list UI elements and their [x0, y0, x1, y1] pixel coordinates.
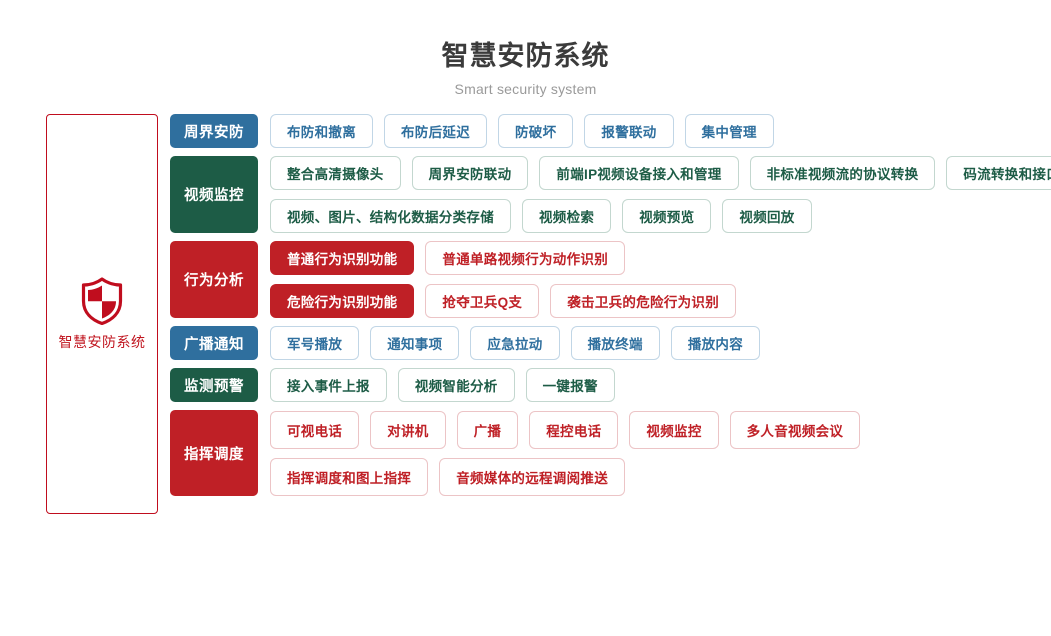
- item-chip[interactable]: 码流转换和接口转换: [946, 156, 1051, 191]
- item-chip[interactable]: 布防后延迟: [384, 114, 487, 149]
- items-line: 军号播放 通知事项 应急拉动 播放终端 播放内容: [270, 326, 1051, 361]
- shield-icon: [81, 277, 123, 325]
- category-rows: 周界安防 布防和撤离 布防后延迟 防破坏 报警联动 集中管理 视频监控 整合: [170, 114, 1051, 504]
- row-perimeter-security: 周界安防 布防和撤离 布防后延迟 防破坏 报警联动 集中管理: [170, 114, 1051, 149]
- items-group: 可视电话 对讲机 广播 程控电话 视频监控 多人音视频会议 指挥调度和图上指挥 …: [270, 410, 1051, 496]
- item-chip[interactable]: 播放终端: [570, 326, 660, 361]
- row-command-dispatch: 指挥调度 可视电话 对讲机 广播 程控电话 视频监控 多人音视频会议 指挥调度和…: [170, 410, 1051, 497]
- item-chip[interactable]: 整合高清摄像头: [270, 156, 401, 191]
- items-line: 指挥调度和图上指挥 音频媒体的远程调阅推送: [270, 457, 1051, 496]
- item-chip[interactable]: 普通单路视频行为动作识别: [425, 241, 626, 276]
- item-chip[interactable]: 通知事项: [370, 326, 460, 361]
- item-chip[interactable]: 视频检索: [522, 199, 612, 234]
- mindmap-diagram: 智慧安防系统 周界安防 布防和撤离 布防后延迟 防破坏 报警联动 集中管理: [0, 114, 1051, 515]
- item-chip[interactable]: 视频智能分析: [397, 368, 515, 403]
- row-broadcast-notification: 广播通知 军号播放 通知事项 应急拉动 播放终端 播放内容: [170, 326, 1051, 361]
- category-label[interactable]: 周界安防: [170, 114, 258, 149]
- item-chip[interactable]: 前端IP视频设备接入和管理: [539, 156, 739, 191]
- item-chip[interactable]: 程控电话: [529, 410, 619, 449]
- category-label[interactable]: 广播通知: [170, 326, 258, 361]
- item-chip[interactable]: 视频预览: [622, 199, 712, 234]
- items-line: 危险行为识别功能 抢夺卫兵Q支 袭击卫兵的危险行为识别: [270, 284, 1051, 319]
- page-title: 智慧安防系统: [441, 41, 610, 71]
- item-chip-active[interactable]: 危险行为识别功能: [270, 284, 415, 319]
- item-chip[interactable]: 非标准视频流的协议转换: [749, 156, 936, 191]
- item-chip[interactable]: 一键报警: [525, 368, 615, 403]
- item-chip[interactable]: 防破坏: [498, 114, 574, 149]
- root-node[interactable]: 智慧安防系统: [46, 114, 158, 515]
- root-label: 智慧安防系统: [58, 333, 146, 350]
- item-chip[interactable]: 应急拉动: [470, 326, 560, 361]
- item-chip[interactable]: 集中管理: [684, 114, 774, 149]
- item-chip[interactable]: 军号播放: [270, 326, 360, 361]
- item-chip[interactable]: 接入事件上报: [270, 368, 387, 403]
- category-label[interactable]: 视频监控: [170, 156, 258, 234]
- items-group: 普通行为识别功能 普通单路视频行为动作识别 危险行为识别功能 抢夺卫兵Q支 袭击…: [270, 241, 1051, 319]
- item-chip[interactable]: 播放内容: [670, 326, 761, 361]
- items-group: 军号播放 通知事项 应急拉动 播放终端 播放内容: [270, 326, 1051, 361]
- item-chip[interactable]: 报警联动: [584, 114, 674, 149]
- items-line: 普通行为识别功能 普通单路视频行为动作识别: [270, 241, 1051, 276]
- item-chip[interactable]: 多人音视频会议: [729, 410, 861, 449]
- item-chip[interactable]: 音频媒体的远程调阅推送: [439, 457, 626, 496]
- item-chip[interactable]: 视频回放: [722, 199, 812, 234]
- row-monitoring-alert: 监测预警 接入事件上报 视频智能分析 一键报警: [170, 368, 1051, 403]
- item-chip[interactable]: 抢夺卫兵Q支: [425, 284, 540, 319]
- row-behavior-analysis: 行为分析 普通行为识别功能 普通单路视频行为动作识别 危险行为识别功能 抢夺卫兵…: [170, 241, 1051, 319]
- items-group: 整合高清摄像头 周界安防联动 前端IP视频设备接入和管理 非标准视频流的协议转换…: [270, 156, 1051, 234]
- items-line: 整合高清摄像头 周界安防联动 前端IP视频设备接入和管理 非标准视频流的协议转换…: [270, 156, 1051, 191]
- item-chip[interactable]: 袭击卫兵的危险行为识别: [550, 284, 737, 319]
- item-chip[interactable]: 布防和撤离: [270, 114, 373, 149]
- page-header: 智慧安防系统 Smart security system: [0, 0, 1051, 97]
- items-line: 可视电话 对讲机 广播 程控电话 视频监控 多人音视频会议: [270, 410, 1051, 449]
- items-group: 接入事件上报 视频智能分析 一键报警: [270, 368, 1051, 403]
- items-group: 布防和撤离 布防后延迟 防破坏 报警联动 集中管理: [270, 114, 1051, 149]
- item-chip[interactable]: 广播: [456, 410, 519, 449]
- items-line: 布防和撤离 布防后延迟 防破坏 报警联动 集中管理: [270, 114, 1051, 149]
- item-chip[interactable]: 视频监控: [629, 410, 719, 449]
- page-subtitle: Smart security system: [454, 81, 597, 98]
- category-label[interactable]: 指挥调度: [170, 410, 258, 497]
- category-label[interactable]: 监测预警: [170, 368, 258, 403]
- item-chip[interactable]: 视频、图片、结构化数据分类存储: [270, 199, 511, 234]
- item-chip-active[interactable]: 普通行为识别功能: [270, 241, 415, 276]
- items-line: 接入事件上报 视频智能分析 一键报警: [270, 368, 1051, 403]
- item-chip[interactable]: 可视电话: [270, 410, 360, 449]
- item-chip[interactable]: 指挥调度和图上指挥: [270, 457, 429, 496]
- items-line: 视频、图片、结构化数据分类存储 视频检索 视频预览 视频回放: [270, 199, 1051, 234]
- item-chip[interactable]: 周界安防联动: [411, 156, 529, 191]
- category-label[interactable]: 行为分析: [170, 241, 258, 319]
- item-chip[interactable]: 对讲机: [370, 410, 446, 449]
- row-video-surveillance: 视频监控 整合高清摄像头 周界安防联动 前端IP视频设备接入和管理 非标准视频流…: [170, 156, 1051, 234]
